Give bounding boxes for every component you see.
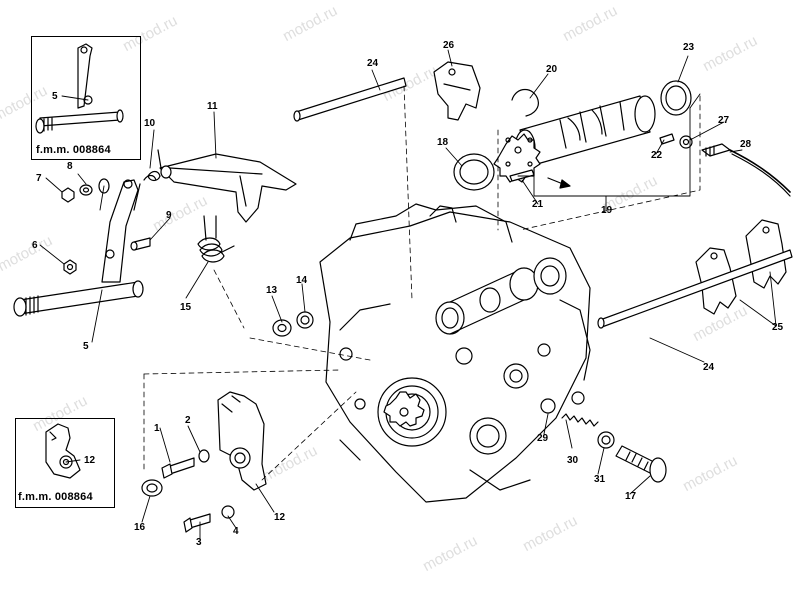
inset-plate-12 bbox=[45, 423, 81, 479]
callout-1: 1 bbox=[154, 423, 160, 434]
inset-box-top-left bbox=[31, 36, 141, 160]
inset-callout-bottom-left: 12 bbox=[84, 455, 96, 466]
callout-28: 28 bbox=[740, 139, 752, 150]
washers-13-14 bbox=[272, 311, 314, 337]
callout-10: 10 bbox=[144, 118, 156, 129]
callout-9: 9 bbox=[166, 210, 172, 221]
callout-leaders bbox=[39, 49, 777, 541]
inset-caption-bottom-left: f.m.m. 008864 bbox=[18, 491, 93, 503]
selector-fork-26 bbox=[433, 61, 481, 121]
callout-24-right: 24 bbox=[703, 362, 715, 373]
selector-forks-25 bbox=[695, 219, 787, 315]
callout-14: 14 bbox=[296, 275, 308, 286]
alignment-lines bbox=[143, 85, 701, 481]
callout-27: 27 bbox=[718, 115, 730, 126]
callout-12: 12 bbox=[274, 512, 286, 523]
callout-25: 25 bbox=[772, 322, 784, 333]
callout-6: 6 bbox=[32, 240, 38, 251]
lower-left-parts bbox=[141, 391, 267, 533]
callout-22: 22 bbox=[651, 150, 663, 161]
inset-box-bottom-left bbox=[15, 418, 115, 508]
callout-5: 5 bbox=[83, 341, 89, 352]
callout-15: 15 bbox=[180, 302, 192, 313]
callout-31: 31 bbox=[594, 474, 606, 485]
shaft-rod-24-top bbox=[293, 77, 407, 122]
detent-parts bbox=[540, 398, 667, 483]
shaft-rod-24-right bbox=[597, 249, 793, 329]
callout-23: 23 bbox=[683, 42, 695, 53]
selector-lever-assembly bbox=[13, 149, 235, 317]
callout-7: 7 bbox=[36, 173, 42, 184]
inset-callout-top-left: 5 bbox=[52, 91, 58, 102]
shift-drum-19 bbox=[453, 80, 791, 197]
callout-21: 21 bbox=[532, 199, 544, 210]
selector-pawl-11 bbox=[159, 153, 297, 223]
gearbox-crankcase bbox=[319, 203, 591, 503]
inset-caption-top-left: f.m.m. 008864 bbox=[36, 144, 111, 156]
callout-17: 17 bbox=[625, 491, 637, 502]
callout-26: 26 bbox=[443, 40, 455, 51]
callout-11: 11 bbox=[207, 101, 218, 112]
callout-19: 19 bbox=[601, 205, 613, 216]
callout-24-top: 24 bbox=[367, 58, 379, 69]
callout-18: 18 bbox=[437, 137, 449, 148]
callout-29: 29 bbox=[537, 433, 549, 444]
callout-4: 4 bbox=[233, 526, 239, 537]
callout-3: 3 bbox=[196, 537, 202, 548]
callout-13: 13 bbox=[266, 285, 278, 296]
inset-lever-5 bbox=[35, 43, 124, 134]
callout-30: 30 bbox=[567, 455, 579, 466]
callout-16: 16 bbox=[134, 522, 146, 533]
callout-20: 20 bbox=[546, 64, 558, 75]
callout-2: 2 bbox=[185, 415, 191, 426]
callout-8: 8 bbox=[67, 161, 73, 172]
